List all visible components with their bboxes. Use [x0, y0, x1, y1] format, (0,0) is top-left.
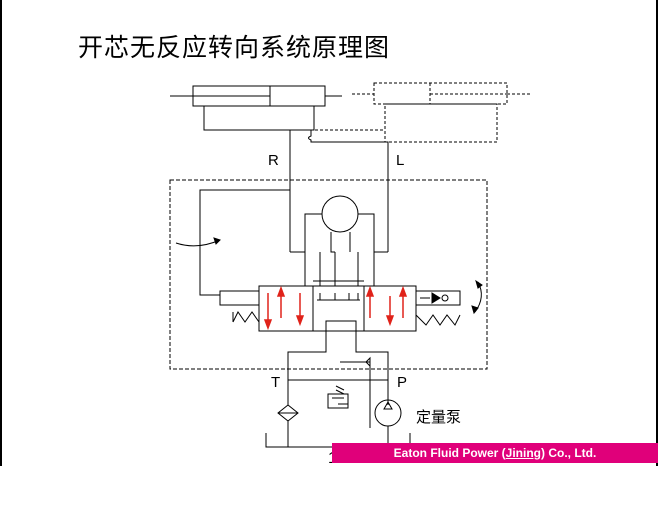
port-label-r: R [268, 152, 279, 169]
steering-cylinder-left [170, 85, 342, 131]
pump-label: 定量泵 [416, 409, 462, 426]
steering-cylinder-right [352, 82, 530, 143]
metering-unit [321, 195, 359, 233]
slide-title: 开芯无反应转向系统原理图 [78, 33, 391, 62]
valve-envelope [169, 179, 488, 370]
slide-left-border [0, 0, 2, 466]
port-label-l: L [396, 152, 405, 169]
footer-company-suffix: ) Co., Ltd. [541, 446, 597, 460]
footer-banner: Eaton Fluid Power (Jining) Co., Ltd. [332, 443, 658, 463]
port-label-p: P [397, 374, 408, 391]
footer-company-prefix: Eaton Fluid Power ( [393, 446, 506, 460]
port-label-t: T [271, 374, 281, 391]
slide-right-border [656, 0, 658, 466]
valve-spool [258, 285, 417, 332]
footer-company-location: Jining [505, 446, 542, 460]
